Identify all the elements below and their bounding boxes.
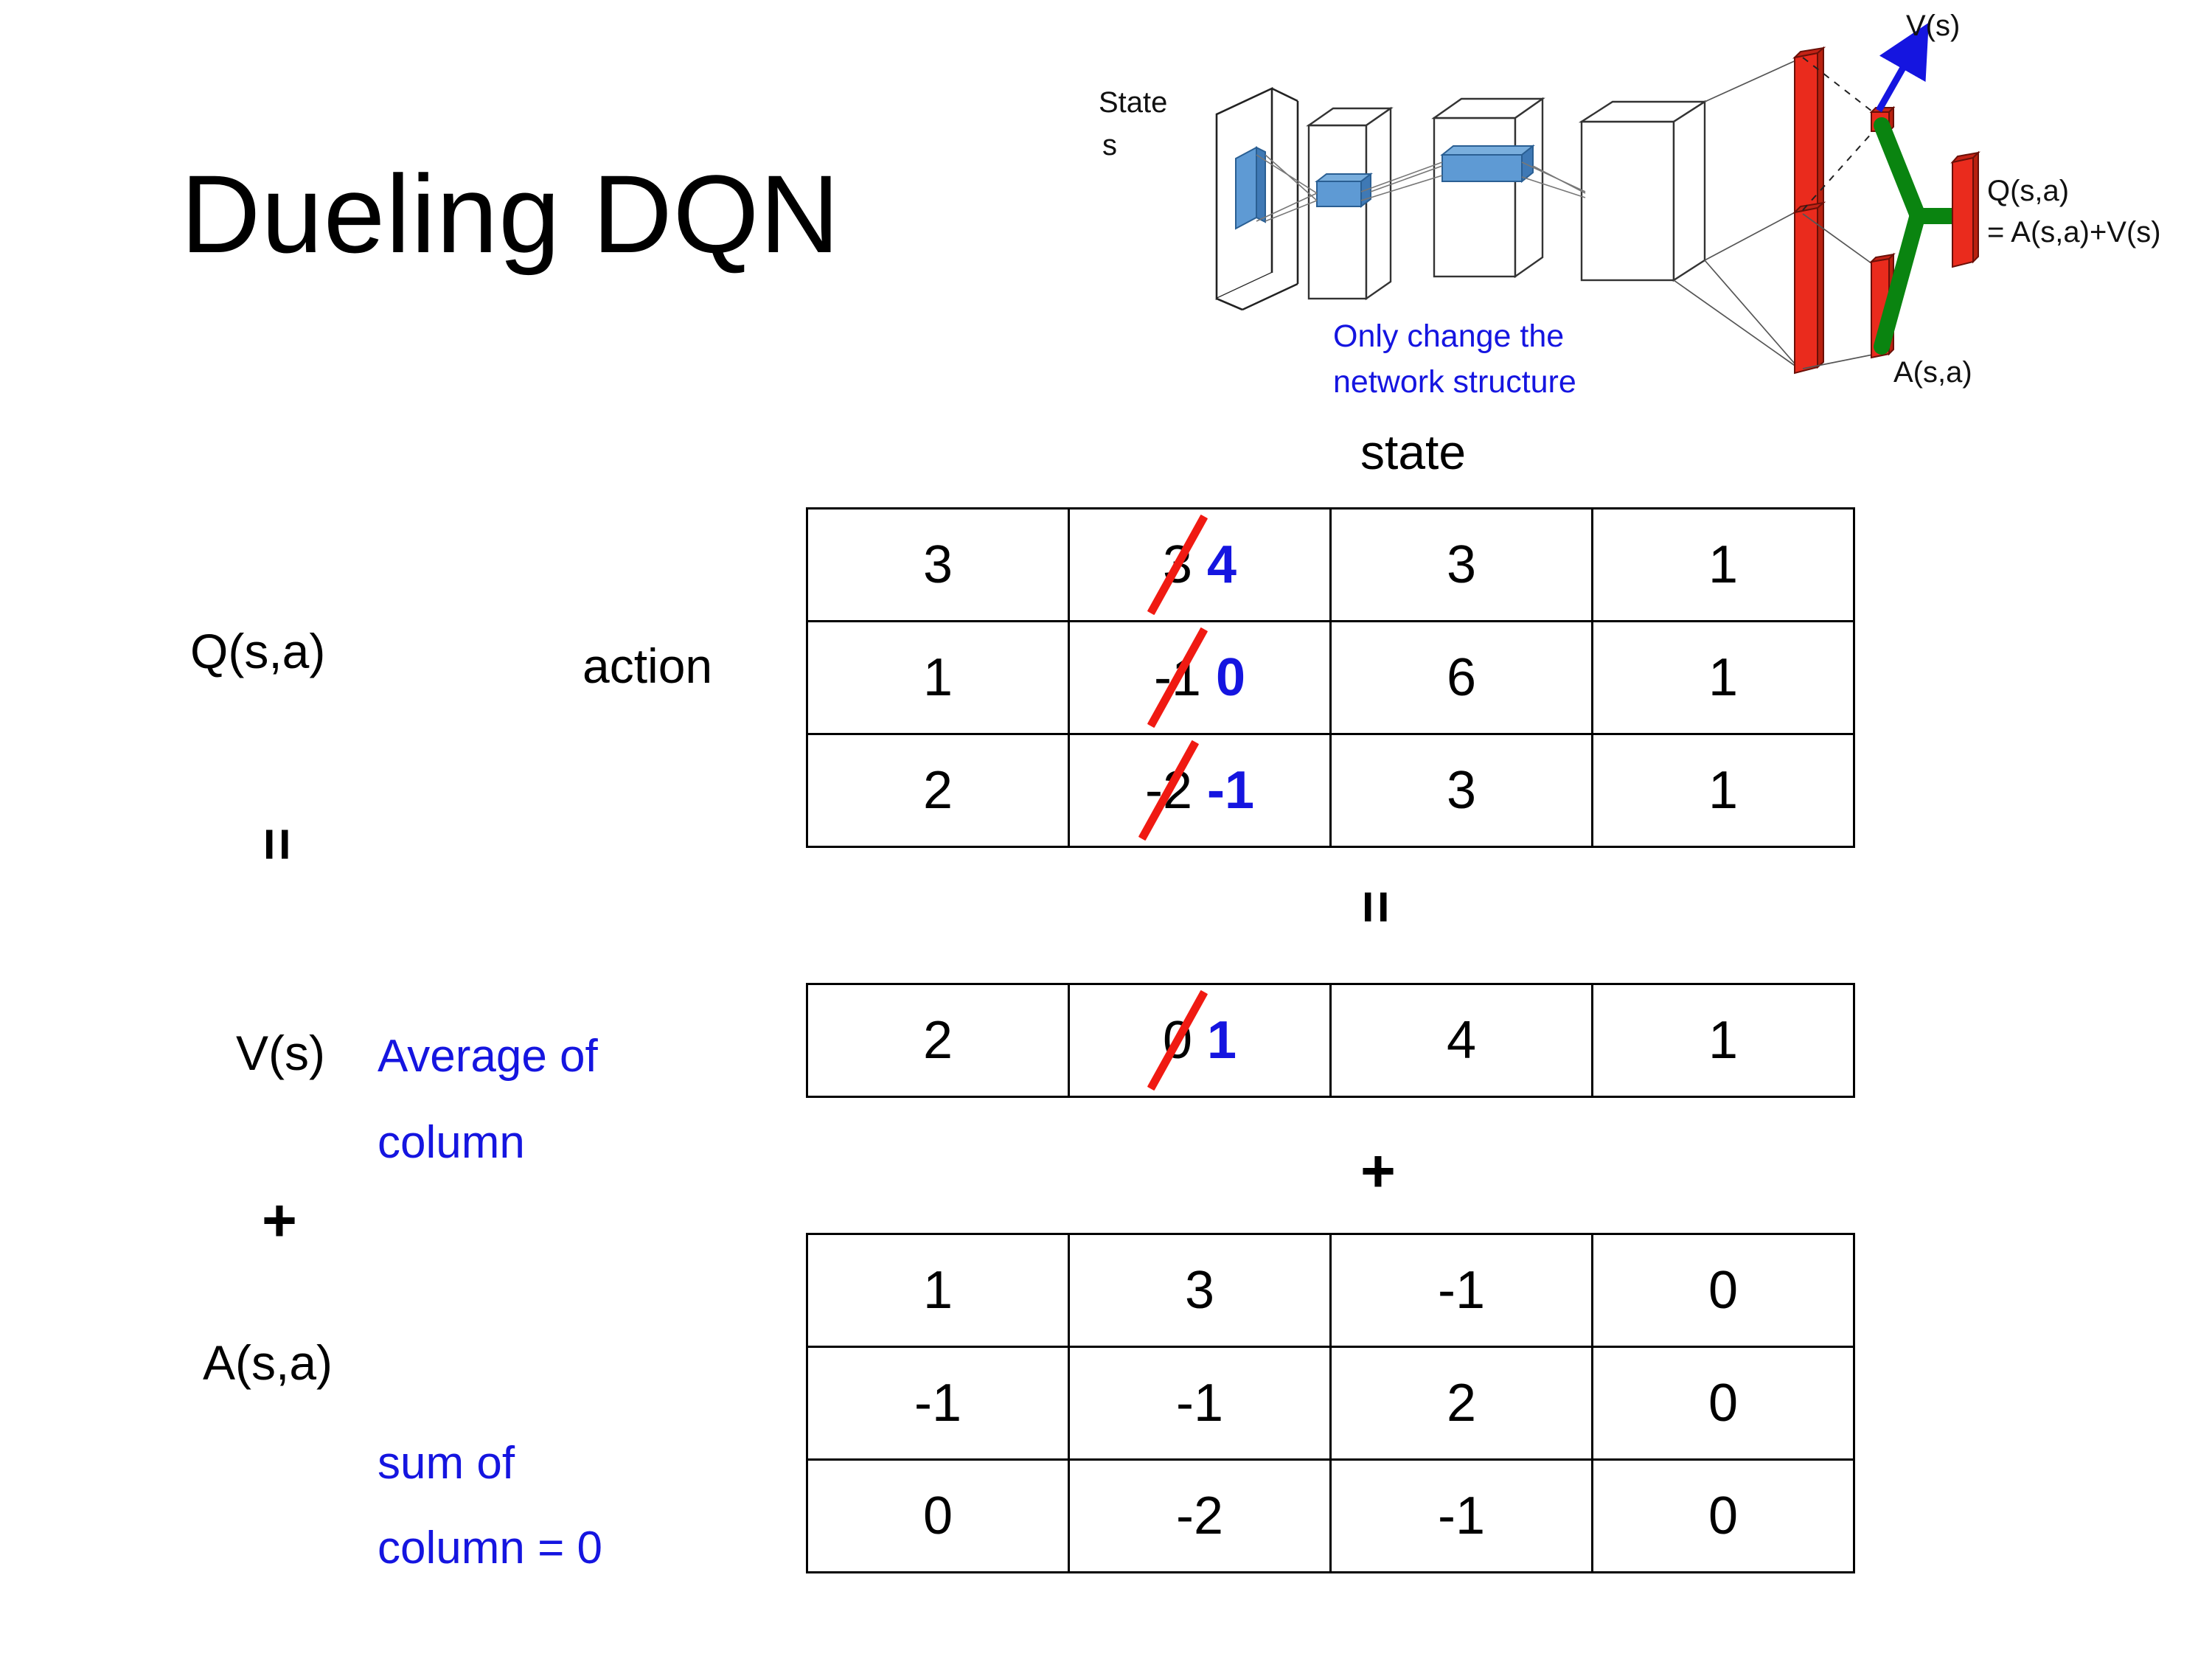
a-note-line2: column = 0 <box>378 1523 603 1573</box>
v-section-label: V(s) <box>236 1026 325 1080</box>
a-cell[interactable]: 3 <box>1068 1233 1332 1348</box>
v-cell[interactable]: 4 <box>1329 983 1593 1098</box>
q-cell[interactable]: 6 <box>1329 620 1593 735</box>
a-cell[interactable]: 0 <box>1591 1233 1855 1348</box>
v-note-line2: column <box>378 1117 525 1168</box>
table-row: -1 -1 2 0 <box>806 1346 1855 1461</box>
a-note-line1: sum of <box>378 1438 515 1489</box>
new-value: -1 <box>1207 761 1255 820</box>
a-cell[interactable]: -1 <box>1329 1458 1593 1573</box>
v-note-line1: Average of <box>378 1031 598 1082</box>
q-cell-edited[interactable]: -2 -1 <box>1068 733 1332 848</box>
q-cell[interactable]: 3 <box>1329 733 1593 848</box>
new-value: 4 <box>1207 535 1237 594</box>
q-cell[interactable]: 3 <box>1329 507 1593 622</box>
a-cell[interactable]: 0 <box>806 1458 1070 1573</box>
diagram-note-line1: Only change the <box>1333 319 1564 354</box>
plus-operator-mid: + <box>1360 1138 1396 1205</box>
q-output-label-line1: Q(s,a) <box>1987 175 2069 207</box>
equals-operator-mid: = <box>1343 890 1409 922</box>
old-value: 3 <box>1147 514 1208 616</box>
old-value: -2 <box>1138 740 1200 841</box>
advantage-output-label: A(s,a) <box>1893 356 1972 389</box>
new-value: 1 <box>1207 1011 1237 1070</box>
diagram-note-line2: network structure <box>1333 364 1576 400</box>
q-table: 3 3 4 3 1 1 -1 0 6 1 2 <box>806 507 1855 848</box>
q-cell[interactable]: 1 <box>1591 507 1855 622</box>
value-output-label: V(s) <box>1906 10 1960 42</box>
old-value: -1 <box>1147 627 1208 728</box>
a-table: 1 3 -1 0 -1 -1 2 0 0 -2 -1 0 <box>806 1233 1855 1573</box>
q-output-label-line2: = A(s,a)+V(s) <box>1987 216 2161 248</box>
v-cell[interactable]: 2 <box>806 983 1070 1098</box>
q-cell[interactable]: 3 <box>806 507 1070 622</box>
table-row: 0 -2 -1 0 <box>806 1458 1855 1573</box>
plus-v-a-operator-left: + <box>262 1187 297 1254</box>
action-axis-label: action <box>582 639 713 693</box>
table-row: 1 -1 0 6 1 <box>806 620 1855 735</box>
new-value: 0 <box>1215 648 1246 707</box>
a-cell[interactable]: 0 <box>1591 1458 1855 1573</box>
q-cell-edited[interactable]: 3 4 <box>1068 507 1332 622</box>
v-cell-edited[interactable]: 0 1 <box>1068 983 1332 1098</box>
a-cell[interactable]: 1 <box>806 1233 1070 1348</box>
dueling-network-diagram: State s V(s) A(s,a) Q(s,a) = A(s,a)+V(s)… <box>1099 7 2205 406</box>
q-cell[interactable]: 1 <box>1591 620 1855 735</box>
a-cell[interactable]: -1 <box>806 1346 1070 1461</box>
a-cell[interactable]: -1 <box>1329 1233 1593 1348</box>
strikethrough-slash-icon <box>1147 514 1208 616</box>
q-cell[interactable]: 1 <box>1591 733 1855 848</box>
state-axis-label: state <box>1360 425 1467 479</box>
a-cell[interactable]: -2 <box>1068 1458 1332 1573</box>
old-value: 0 <box>1147 990 1208 1091</box>
state-input-sublabel: s <box>1102 129 1117 161</box>
a-cell[interactable]: 0 <box>1591 1346 1855 1461</box>
table-row: 2 0 1 4 1 <box>806 983 1855 1098</box>
q-cell-edited[interactable]: -1 0 <box>1068 620 1332 735</box>
q-cell[interactable]: 1 <box>806 620 1070 735</box>
a-section-label: A(s,a) <box>203 1335 333 1390</box>
v-cell[interactable]: 1 <box>1591 983 1855 1098</box>
table-row: 2 -2 -1 3 1 <box>806 733 1855 848</box>
state-input-label: State <box>1099 86 1167 119</box>
table-row: 1 3 -1 0 <box>806 1233 1855 1348</box>
equals-q-v-operator: = <box>245 827 310 860</box>
page-title: Dueling DQN <box>181 152 841 276</box>
q-section-label: Q(s,a) <box>190 624 326 678</box>
table-row: 3 3 4 3 1 <box>806 507 1855 622</box>
a-cell[interactable]: -1 <box>1068 1346 1332 1461</box>
strikethrough-slash-icon <box>1147 990 1208 1091</box>
q-cell[interactable]: 2 <box>806 733 1070 848</box>
v-table: 2 0 1 4 1 <box>806 983 1855 1098</box>
a-cell[interactable]: 2 <box>1329 1346 1593 1461</box>
